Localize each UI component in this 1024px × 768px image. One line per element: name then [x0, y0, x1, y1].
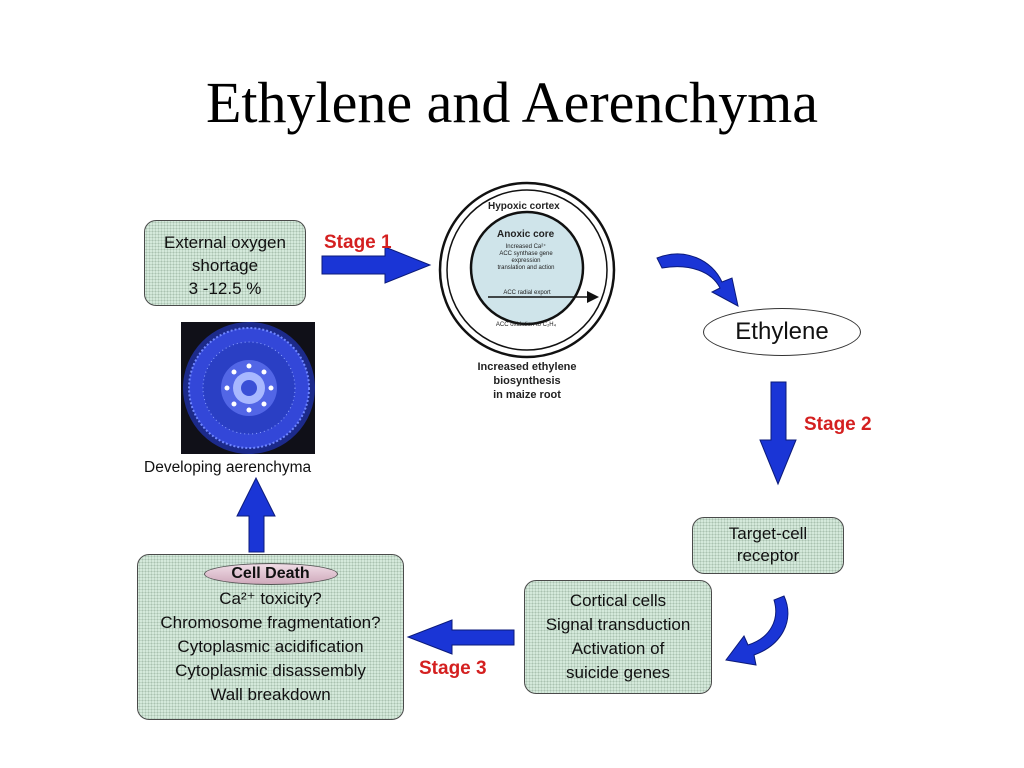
stage-3-label: Stage 3	[419, 658, 487, 679]
stage3-arrow	[406, 619, 515, 655]
cell-death-heading: Cell Death	[203, 563, 338, 585]
external-oxygen-box: External oxygen shortage 3 -12.5 %	[144, 220, 306, 306]
anoxic-core-details: Increased Ca²⁺ ACC synthase gene express…	[497, 244, 555, 271]
anoxic-core-circle	[469, 210, 585, 326]
curved-arrow-to-ethylene	[656, 253, 739, 307]
developing-aerenchyma-caption: Developing aerenchyma	[144, 459, 312, 476]
cell-death-box: Cell Death Ca²⁺ toxicity? Chromosome fra…	[137, 554, 404, 720]
maize-root-caption: Increased ethylene biosynthesis in maize…	[477, 361, 577, 401]
curved-arrow-to-cortical	[725, 595, 789, 666]
acc-export-label: ACC radial export	[503, 290, 551, 296]
ethylene-ellipse: Ethylene	[703, 308, 861, 356]
stage-1-label: Stage 1	[324, 232, 392, 253]
stage1-arrow	[321, 246, 432, 284]
target-cell-receptor-box: Target-cell receptor	[692, 517, 844, 574]
slide-title: Ethylene and Aerenchyma	[206, 70, 818, 135]
anoxic-core-label: Anoxic core	[497, 229, 555, 240]
stage2-arrow	[759, 381, 797, 486]
hypoxic-cortex-label: Hypoxic cortex	[488, 201, 560, 212]
acc-oxidation-label: ACC oxidation to C₂H₄	[495, 322, 557, 328]
maize-root-cross-section-image	[181, 322, 315, 454]
cortical-cells-box: Cortical cells Signal transduction Activ…	[524, 580, 712, 694]
up-arrow-to-aerenchyma	[236, 476, 276, 553]
stage-2-label: Stage 2	[804, 414, 872, 435]
